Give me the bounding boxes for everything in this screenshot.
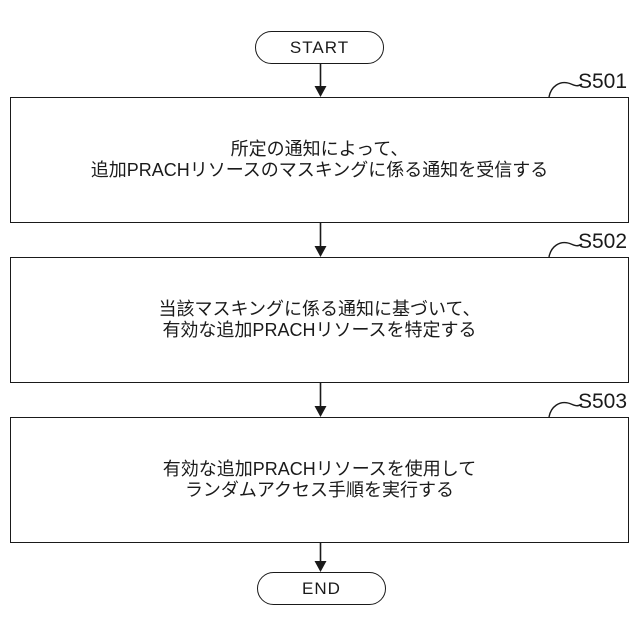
step-label-s502: S502 [578,230,628,253]
process-step-s503: 有効な追加PRACHリソースを使用して ランダムアクセス手順を実行する [10,417,629,543]
process-step-s503-line-2: ランダムアクセス手順を実行する [184,480,455,500]
process-step-s501: 所定の通知によって、 追加PRACHリソースのマスキングに係る通知を受信する [10,97,629,223]
process-step-s502: 当該マスキングに係る通知に基づいて、 有効な追加PRACHリソースを特定する [10,257,629,383]
end-terminal-label: END [302,578,341,598]
flow-arrow-s501-to-s502 [314,223,327,257]
start-terminal: START [255,31,384,64]
start-terminal-label: START [289,37,350,57]
process-step-s501-line-1: 所定の通知によって、 [230,139,409,159]
process-step-s503-line-1: 有効な追加PRACHリソースを使用して [162,459,477,479]
end-terminal: END [257,572,386,605]
process-step-s502-line-2: 有効な追加PRACHリソースを特定する [162,320,477,340]
flow-arrow-s503-to-end [314,543,327,572]
process-step-s502-line-1: 当該マスキングに係る通知に基づいて、 [158,299,481,319]
step-label-s503: S503 [578,390,628,413]
step-label-s501: S501 [578,70,628,93]
process-step-s501-line-2: 追加PRACHリソースのマスキングに係る通知を受信する [90,160,549,180]
flow-arrow-s502-to-s503 [314,383,327,417]
flow-arrow-start-to-s501 [314,64,327,97]
